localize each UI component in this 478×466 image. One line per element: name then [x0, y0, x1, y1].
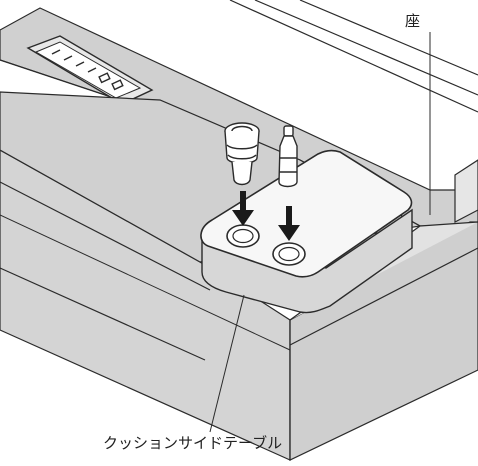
callout-lines	[209, 32, 431, 433]
bottle-holder-insert-icon	[278, 125, 298, 188]
insert-arrows	[232, 191, 300, 241]
cup-holder-right	[272, 242, 306, 266]
seat-callout-label: 座	[405, 12, 421, 30]
cushion-side-table	[200, 149, 413, 314]
right-rear-block	[454, 159, 478, 223]
cup-holder-left	[226, 224, 260, 248]
background-rail	[229, 0, 478, 113]
cup-holder-insert-icon	[224, 122, 260, 186]
control-panel	[26, 35, 154, 105]
cushion-side-table-callout-label: クッションサイドテーブル	[103, 434, 283, 452]
